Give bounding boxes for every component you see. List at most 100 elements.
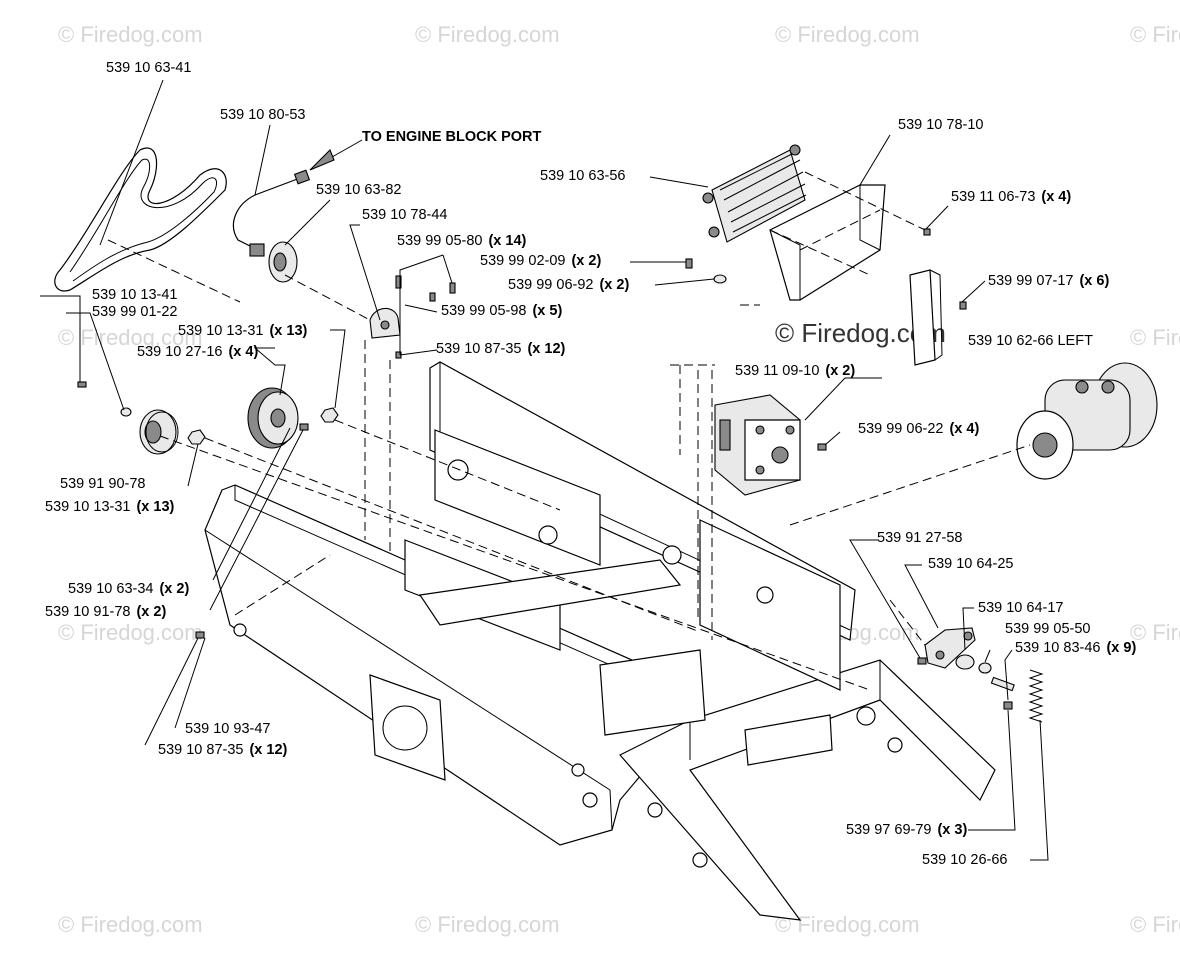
part-number: 539 10 83-46 <box>1015 640 1101 656</box>
control-linkage <box>917 627 1015 710</box>
callout-engine-block-port: TO ENGINE BLOCK PORT <box>362 129 542 145</box>
part-number: 539 10 78-44 <box>362 207 448 223</box>
label-bolt-e: 539 10 83-46 (x 9) <box>1015 640 1136 656</box>
label-bolt-b: 539 10 13-41 <box>92 287 177 303</box>
watermark: © Firedog.com <box>58 912 203 937</box>
fitting-part <box>268 241 298 283</box>
label-pin: 539 10 93-47 <box>185 721 270 737</box>
label-nut-e: 539 11 06-73(x 4) <box>951 189 1071 205</box>
part-number: 539 99 05-98 <box>441 303 527 319</box>
tension-spring <box>1028 669 1044 723</box>
hydraulic-pump <box>714 394 827 496</box>
label-nut-b: 539 10 13-31 (x 13) <box>178 323 307 339</box>
part-number: 539 10 63-41 <box>106 60 192 76</box>
part-number: 539 10 91-78 <box>45 604 131 620</box>
label-hose: 539 10 80-53 <box>220 107 305 123</box>
part-number: 539 10 26-66 <box>922 852 1008 868</box>
label-stud-a: 539 10 63-34 (x 2) <box>68 581 189 597</box>
small-nuts <box>77 381 339 639</box>
quantity: (x 12) <box>527 341 566 357</box>
drive-pulley <box>247 387 299 449</box>
watermark: © Firedog.com <box>58 22 203 47</box>
watermark: © Firedog.com <box>1130 22 1180 47</box>
quantity: (x 4) <box>949 421 980 437</box>
part-number: 539 10 87-35 <box>158 742 244 758</box>
label-pulley: 539 10 27-16 (x 4) <box>137 344 258 360</box>
part-number: 539 11 06-73 <box>951 189 1036 205</box>
watermark: © Firedog.com <box>1130 912 1180 937</box>
quantity: (x 12) <box>249 742 288 758</box>
part-number: 539 10 87-35 <box>436 341 522 357</box>
label-wheel-motor: 539 10 62-66 LEFT <box>968 333 1093 349</box>
part-number: 539 10 93-47 <box>185 721 271 737</box>
part-number: 539 99 05-50 <box>1005 621 1091 637</box>
idler-pulley <box>139 409 179 455</box>
quantity: (x 3) <box>937 822 968 838</box>
part-number: 539 10 64-25 <box>928 556 1014 572</box>
label-lever: 539 91 27-58 <box>877 530 962 546</box>
label-bolt-a: 539 99 05-80(x 14) <box>397 233 526 249</box>
label-nut-d: 539 10 87-35 (x 12) <box>158 742 287 758</box>
part-number: 539 10 13-31 <box>45 499 131 515</box>
part-number: 539 10 13-41 <box>92 287 178 303</box>
label-bolt-c: 539 99 07-17(x 6) <box>988 273 1109 289</box>
vertical-bracket <box>909 269 943 366</box>
quantity: (x 2) <box>571 253 602 269</box>
label-nut-f: 539 97 69-79 (x 3) <box>846 822 967 838</box>
label-arm: 539 10 64-25 <box>928 556 1013 572</box>
label-nut-c: 539 10 13-31 (x 13) <box>45 499 174 515</box>
label-screw-a: 539 99 02-09(x 2) <box>480 253 601 269</box>
part-number: 539 10 80-53 <box>220 107 306 123</box>
label-idler: 539 91 90-78 <box>60 476 145 492</box>
part-number: 539 10 63-82 <box>316 182 402 198</box>
watermark: © Firedog.com <box>58 620 203 645</box>
part-number: 539 10 78-10 <box>898 117 984 133</box>
chassis-frame <box>204 361 996 921</box>
part-number: 539 11 09-10 <box>735 363 820 379</box>
label-clamp: 539 10 78-44 <box>362 207 447 223</box>
part-number: 539 10 62-66 LEFT <box>968 333 1093 349</box>
alignment-lines <box>107 171 1031 691</box>
label-stud-b: 539 10 91-78 (x 2) <box>45 604 166 620</box>
quantity: (x 2) <box>159 581 190 597</box>
part-number: 539 10 63-34 <box>68 581 154 597</box>
watermark: © Firedog.com <box>1130 620 1180 645</box>
label-washer-d: 539 99 05-50 <box>1005 621 1090 637</box>
part-number: 539 99 06-92 <box>508 277 594 293</box>
clamp-part <box>369 307 401 339</box>
label-bracket: 539 10 78-10 <box>898 117 983 133</box>
part-number: 539 91 90-78 <box>60 476 146 492</box>
oil-cooler <box>702 144 807 243</box>
wheel-motor <box>1016 362 1158 480</box>
quantity: (x 2) <box>599 277 630 293</box>
watermark: © Firedog.com <box>1130 325 1180 350</box>
quantity: (x 2) <box>136 604 167 620</box>
label-pump: 539 11 09-10(x 2) <box>735 363 855 379</box>
label-nut-a: 539 10 87-35 (x 12) <box>436 341 565 357</box>
drive-belt <box>54 147 227 292</box>
part-number: 539 99 05-80 <box>397 233 483 249</box>
cooling-hose <box>233 169 311 257</box>
part-number: 539 10 27-16 <box>137 344 223 360</box>
label-washer-a: 539 99 06-92 (x 2) <box>508 277 629 293</box>
part-number: 539 10 13-31 <box>178 323 264 339</box>
part-number: 539 99 06-22 <box>858 421 944 437</box>
label-oil-cooler: 539 10 63-56 <box>540 168 625 184</box>
leader-lines <box>40 79 1049 861</box>
quantity: (x 9) <box>1106 640 1137 656</box>
part-number: 539 10 63-56 <box>540 168 626 184</box>
part-number: 539 97 69-79 <box>846 822 932 838</box>
engine-port-arrow <box>309 139 363 171</box>
quantity: (x 6) <box>1079 273 1110 289</box>
quantity: (x 13) <box>136 499 175 515</box>
fasteners-top <box>395 228 967 359</box>
label-bolt-d: 539 99 06-22 (x 4) <box>858 421 979 437</box>
watermark: © Firedog.com <box>775 912 920 937</box>
watermark: © Firedog.com <box>775 22 920 47</box>
part-number: 539 10 64-17 <box>978 600 1064 616</box>
quantity: (x 4) <box>228 344 259 360</box>
quantity: (x 13) <box>269 323 308 339</box>
watermark: © Firedog.com <box>415 22 560 47</box>
